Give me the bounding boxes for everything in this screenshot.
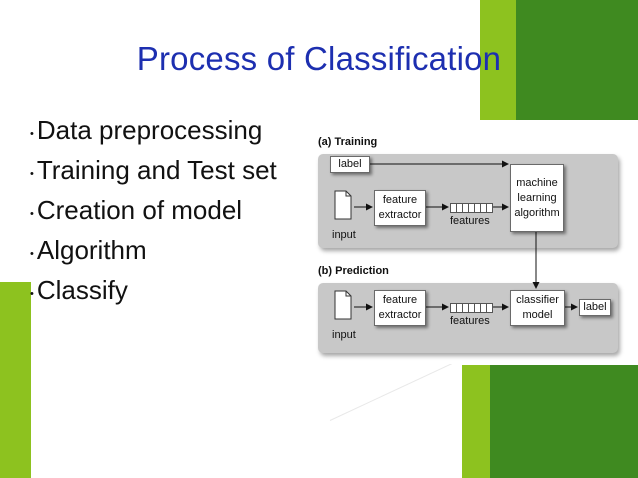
bullet-text: Algorithm bbox=[36, 235, 147, 265]
slide-title: Process of Classification bbox=[136, 40, 502, 77]
bullet-dot-icon: • bbox=[30, 208, 34, 220]
bullet-item: •Training and Test set bbox=[30, 153, 277, 193]
prediction-heading: (b) Prediction bbox=[318, 265, 389, 277]
decor-line bbox=[329, 360, 458, 421]
prediction-panel bbox=[318, 283, 618, 353]
feature-vector bbox=[450, 303, 493, 313]
bullet-text: Data preprocessing bbox=[36, 115, 263, 145]
feature-extractor-box: feature extractor bbox=[374, 290, 426, 326]
features-label: features bbox=[450, 315, 490, 327]
decor-band bbox=[462, 365, 490, 478]
output-label-box: label bbox=[579, 299, 611, 316]
bullet-text: Creation of model bbox=[36, 195, 243, 225]
input-document-icon bbox=[334, 290, 352, 320]
input-label: input bbox=[332, 329, 356, 341]
training-heading: (a) Training bbox=[318, 136, 378, 148]
decor-band bbox=[490, 365, 638, 478]
features-label: features bbox=[450, 215, 490, 227]
classifier-model-box: classifier model bbox=[510, 290, 565, 326]
feature-extractor-box: feature extractor bbox=[374, 190, 426, 226]
bullet-dot-icon: • bbox=[30, 248, 34, 260]
feature-vector bbox=[450, 203, 493, 213]
diagram-arrows bbox=[354, 160, 578, 311]
input-label: input bbox=[332, 229, 356, 241]
bullet-item: •Data preprocessing bbox=[30, 113, 277, 153]
bullet-dot-icon: • bbox=[30, 288, 34, 300]
decor-band bbox=[480, 0, 516, 120]
bullet-item: •Classify bbox=[30, 273, 277, 313]
bullet-dot-icon: • bbox=[30, 128, 34, 140]
decor-band bbox=[516, 0, 638, 120]
bullet-dot-icon: • bbox=[30, 168, 34, 180]
bullet-text: Classify bbox=[36, 275, 128, 305]
bullet-list: •Data preprocessing •Training and Test s… bbox=[30, 113, 277, 313]
label-box: label bbox=[330, 156, 370, 173]
bullet-item: •Algorithm bbox=[30, 233, 277, 273]
ml-algorithm-box: machine learning algorithm bbox=[510, 164, 564, 232]
decor-band bbox=[0, 282, 31, 478]
bullet-item: •Creation of model bbox=[30, 193, 277, 233]
classification-diagram: (a) Training (b) Prediction label bbox=[312, 124, 624, 364]
bullet-text: Training and Test set bbox=[36, 155, 277, 185]
input-document-icon bbox=[334, 190, 352, 220]
